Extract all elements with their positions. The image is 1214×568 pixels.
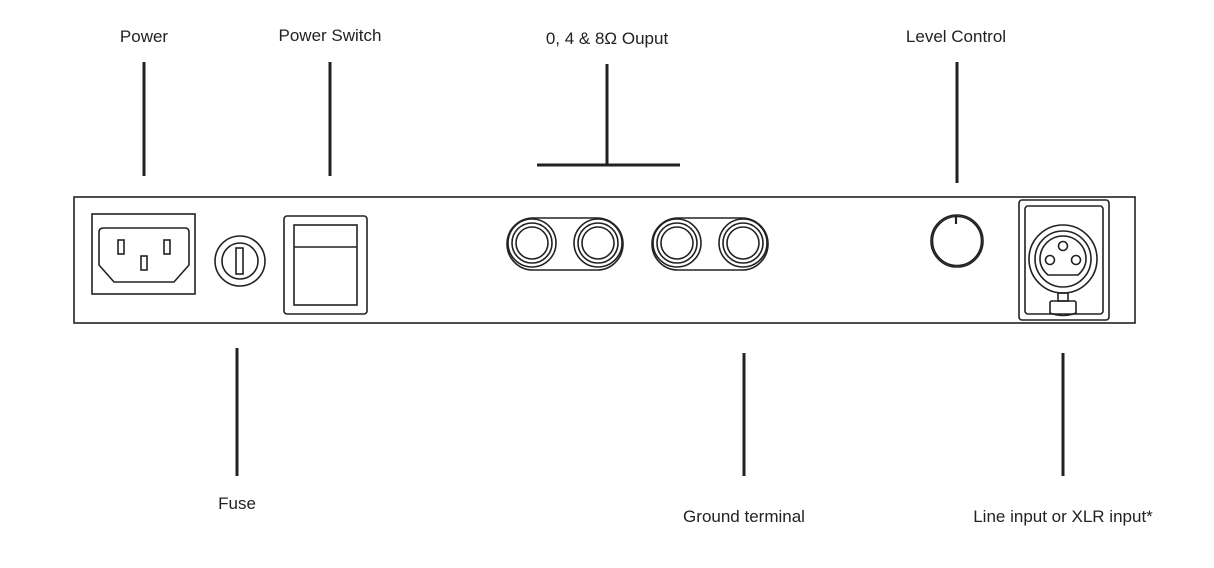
output-terminals-right[interactable] [651, 217, 769, 271]
fuse-icon [214, 235, 266, 287]
level-control-knob-icon[interactable] [930, 214, 984, 268]
label-power-switch: Power Switch [278, 26, 382, 45]
label-fuse: Fuse [218, 494, 256, 513]
label-output: 0, 4 & 8Ω Ouput [545, 29, 669, 48]
label-power: Power [119, 27, 169, 46]
label-ground-terminal: Ground terminal [683, 507, 805, 526]
label-line-xlr-input: Line input or XLR input* [973, 507, 1153, 526]
power-inlet-icon [91, 213, 196, 295]
rear-panel [73, 196, 1136, 324]
leader-lines [142, 62, 1065, 476]
output-terminals-left[interactable] [506, 217, 624, 271]
xlr-input-icon[interactable] [1018, 199, 1110, 321]
label-level-control: Level Control [905, 27, 1007, 46]
power-switch-icon[interactable] [283, 215, 368, 315]
